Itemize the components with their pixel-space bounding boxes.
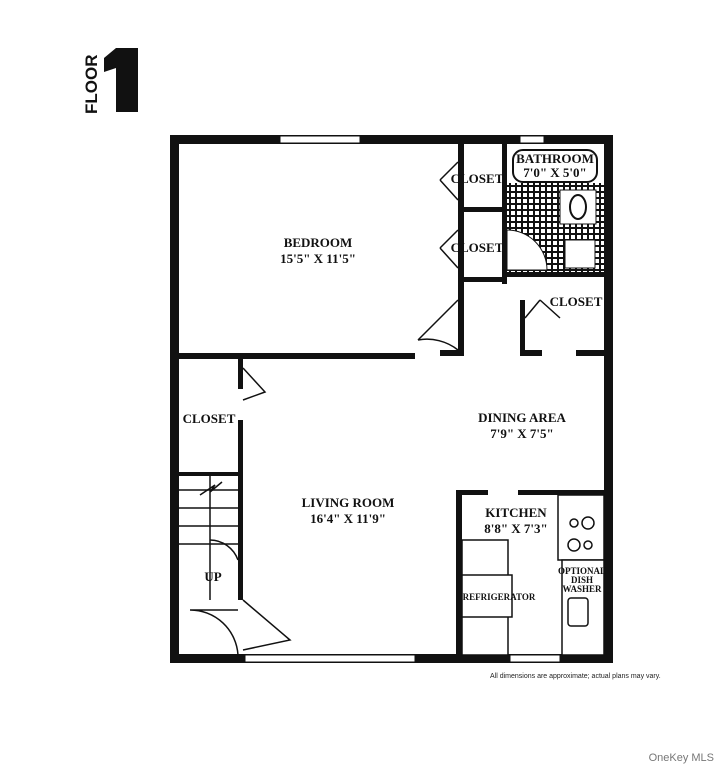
- interior-walls: [170, 144, 604, 655]
- living-dims: 16'4" X 11'9": [310, 511, 386, 526]
- stairs[interactable]: [179, 476, 239, 600]
- closet-3-label: CLOSET: [550, 294, 603, 309]
- bathroom-label-box: [512, 149, 598, 183]
- toilet: [564, 239, 596, 269]
- refrigerator-label: REFRIGERATOR: [463, 592, 536, 602]
- floor-label: FLOOR: [82, 48, 138, 114]
- bathroom-dims: 7'0" X 5'0": [523, 165, 587, 180]
- kitchen-dims: 8'8" X 7'3": [484, 521, 548, 536]
- kitchen-fixtures: [461, 494, 605, 656]
- dishwasher-label-3: WASHER: [562, 584, 602, 594]
- closet-2-label: CLOSET: [451, 240, 504, 255]
- dishwasher-label-2: DISH: [571, 575, 593, 585]
- disclaimer: All dimensions are approximate; actual p…: [490, 673, 661, 680]
- dishwasher-label-1: OPTIONAL: [558, 566, 606, 576]
- dining-dims: 7'9" X 7'5": [490, 426, 554, 441]
- stairs-up-label: UP: [204, 569, 221, 584]
- bedroom-dims: 15'5" X 11'5": [280, 251, 356, 266]
- dining-name: DINING AREA: [478, 410, 566, 425]
- floor-word: FLOOR: [82, 55, 101, 115]
- windows: [244, 135, 561, 663]
- bedroom-name: BEDROOM: [284, 235, 353, 250]
- bathroom-name: BATHROOM: [516, 151, 594, 166]
- kitchen-name: KITCHEN: [485, 505, 547, 520]
- closet-4-label: CLOSET: [183, 411, 236, 426]
- watermark: OneKey MLS: [648, 752, 714, 764]
- living-name: LIVING ROOM: [302, 495, 395, 510]
- closet-1-label: CLOSET: [451, 171, 504, 186]
- doors: [189, 161, 561, 656]
